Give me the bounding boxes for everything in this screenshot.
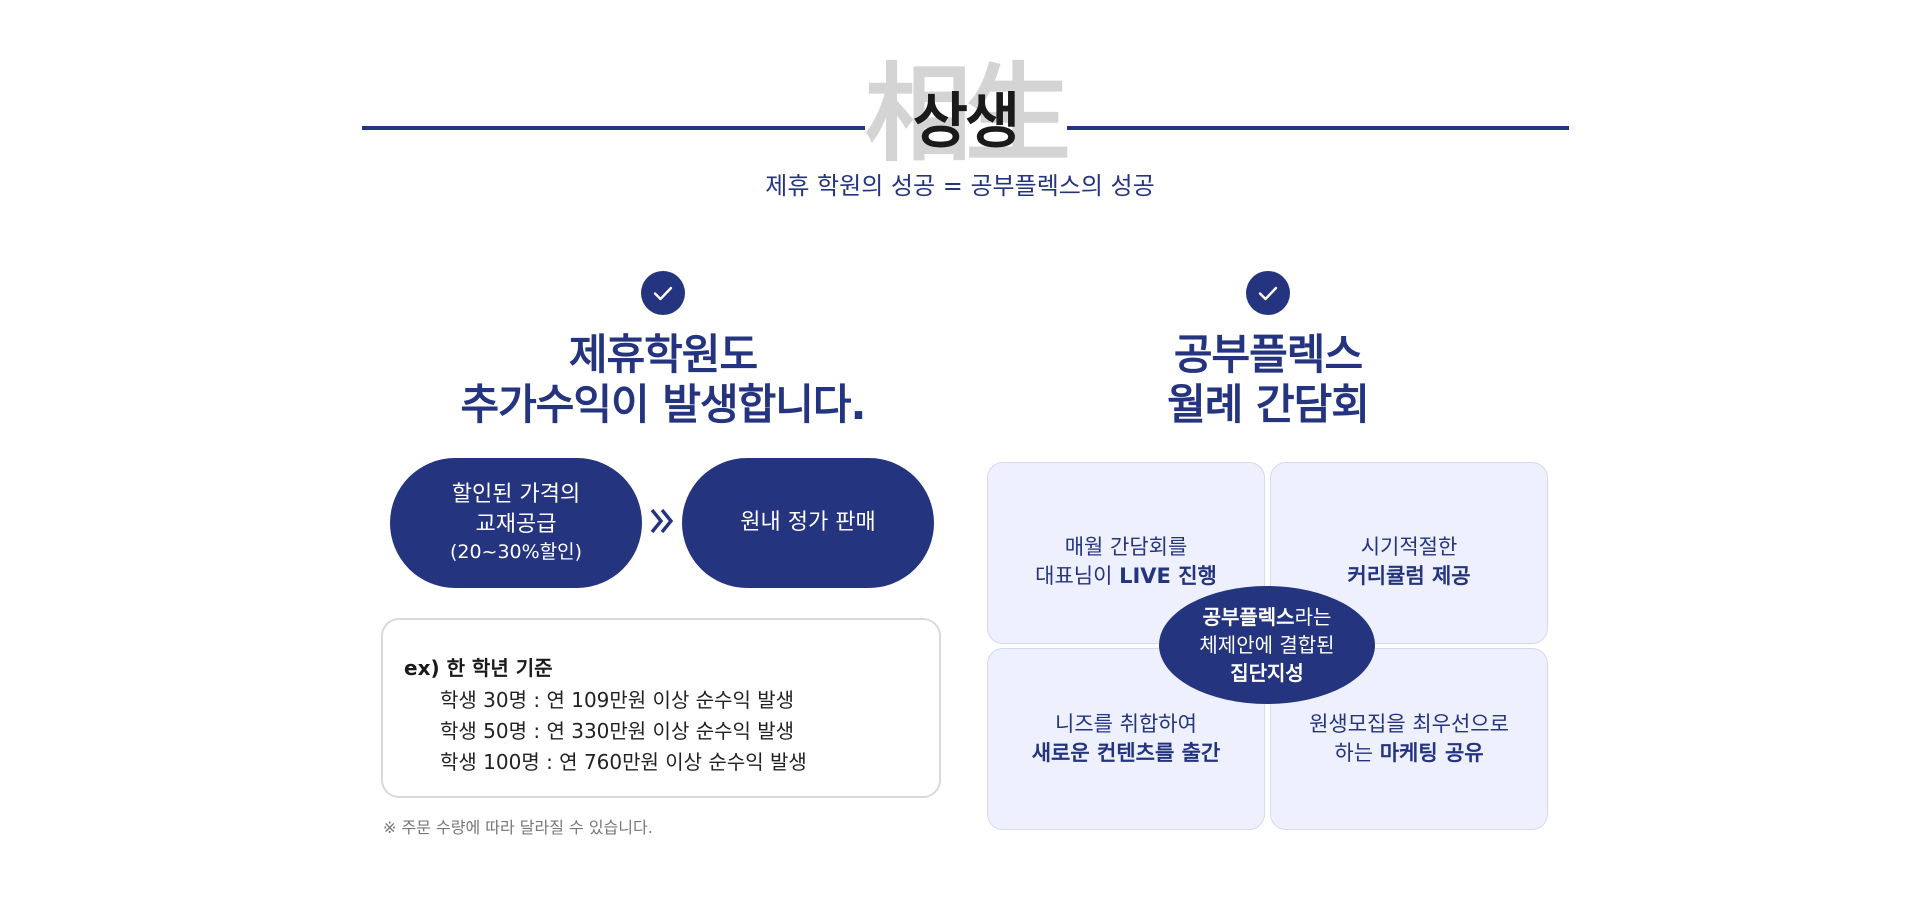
pill1-line2: 교재공급 <box>475 512 557 538</box>
right-section-title: 공부플렉스 월례 간담회 <box>988 330 1548 431</box>
cell-line2: 하는 <box>1334 741 1380 765</box>
cell-line1: 시기적절한 <box>1360 534 1458 559</box>
left-title-line2: 추가수익이 발생합니다. <box>460 380 867 430</box>
example-row: 학생 30명 : 연 109만원 이상 순수익 발생 <box>440 688 795 712</box>
full-price-sale-pill: 원내 정가 판매 <box>682 458 934 588</box>
cell-line1: 원생모집을 최우선으로 <box>1309 711 1509 736</box>
collective-intelligence-oval: 공부플렉스라는 체제안에 결합된 집단지성 <box>1159 586 1375 704</box>
right-title-line1: 공부플렉스 <box>1173 330 1363 379</box>
pill1-line3: (20~30%할인) <box>449 540 583 563</box>
example-row: 학생 50명 : 연 330만원 이상 순수익 발생 <box>440 719 795 743</box>
cell-line1: 매월 간담회를 <box>1064 534 1188 559</box>
pill1-line1: 할인된 가격의 <box>451 482 581 508</box>
grid-cell-marketing: 원생모집을 최우선으로 하는 마케팅 공유 <box>1270 648 1548 830</box>
oval-line3: 집단지성 <box>1230 661 1304 685</box>
oval-bold: 공부플렉스 <box>1202 605 1295 629</box>
left-title-line1: 제휴학원도 <box>568 330 758 379</box>
page-subtitle: 제휴 학원의 성공 = 공부플렉스의 성공 <box>765 172 1155 200</box>
example-box <box>381 618 941 798</box>
oval-line2: 체제안에 결합된 <box>1199 633 1335 657</box>
cell-bold: 커리큘럼 제공 <box>1347 564 1471 588</box>
cell-bold: LIVE 진행 <box>1119 564 1217 588</box>
pill2-label: 원내 정가 판매 <box>740 510 876 536</box>
check-circle-icon <box>1246 271 1290 315</box>
example-title: ex) 한 학년 기준 <box>404 656 553 680</box>
example-row: 학생 100명 : 연 760만원 이상 순수익 발생 <box>440 750 807 774</box>
cell-bold: 새로운 컨텐츠를 출간 <box>1031 741 1221 765</box>
discount-supply-pill: 할인된 가격의 교재공급 (20~30%할인) <box>390 458 642 588</box>
header-line-right <box>1067 126 1569 130</box>
cell-line1: 니즈를 취합하여 <box>1055 711 1197 736</box>
cell-line2: 대표님이 <box>1035 564 1120 588</box>
left-section-title: 제휴학원도 추가수익이 발생합니다. <box>383 330 943 431</box>
cell-bold: 마케팅 공유 <box>1379 741 1484 765</box>
right-title-line2: 월례 간담회 <box>1167 380 1370 430</box>
footnote: ※ 주문 수량에 따라 달라질 수 있습니다. <box>383 818 653 837</box>
page-title: 상생 <box>912 87 1020 157</box>
oval-line1: 라는 <box>1294 605 1332 629</box>
double-chevron-right-icon <box>649 506 675 540</box>
header-line-left <box>362 126 865 130</box>
check-circle-icon <box>641 271 685 315</box>
hanja-background: 相生 <box>865 53 1071 176</box>
